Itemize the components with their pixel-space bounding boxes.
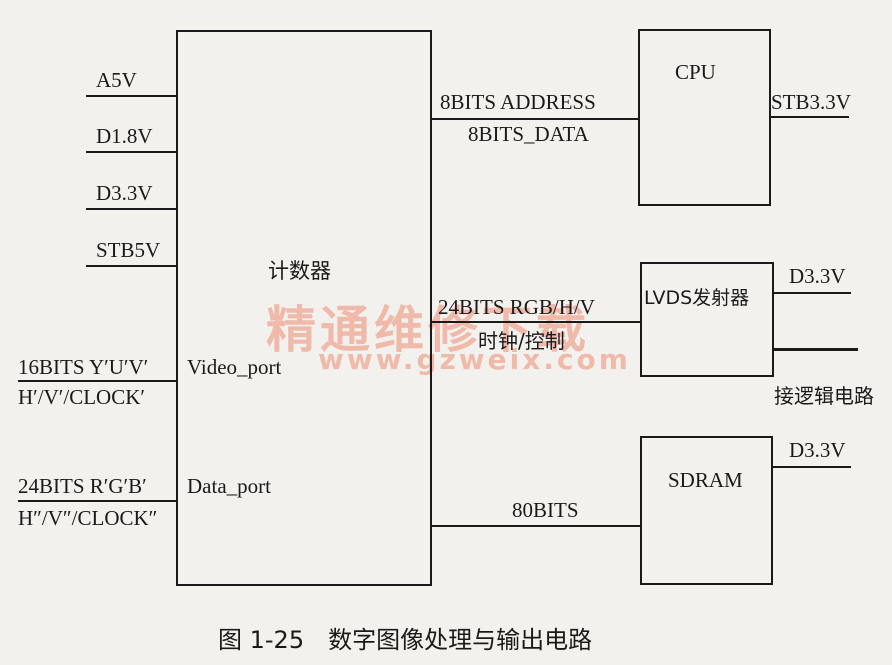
power-line-d18v bbox=[86, 151, 177, 153]
sdram-bus-line bbox=[432, 525, 641, 527]
lvds-power-label: D3.3V bbox=[789, 264, 846, 288]
power-label-d33v: D3.3V bbox=[96, 181, 153, 205]
sdram-label: SDRAM bbox=[668, 468, 743, 492]
sdram-block bbox=[640, 436, 773, 585]
cpu-power-label: STB3.3V bbox=[771, 90, 851, 114]
lvds-output-label: 接逻辑电路 bbox=[774, 384, 874, 408]
cpu-bus-label-top: 8BITS ADDRESS bbox=[440, 90, 596, 114]
lvds-transmitter-block bbox=[640, 262, 774, 377]
data-port-label: Data_port bbox=[187, 474, 271, 498]
lvds-transmitter-label: LVDS发射器 bbox=[644, 287, 750, 309]
lvds-bus-label-top: 24BITS RGB/H/V bbox=[438, 295, 595, 319]
sdram-bus-label: 80BITS bbox=[512, 498, 579, 522]
power-label-a5v: A5V bbox=[96, 68, 137, 92]
video-input-label-top: 16BITS Y′U′V′ bbox=[18, 355, 149, 379]
cpu-block bbox=[638, 29, 771, 206]
data-input-label-top: 24BITS R′G′B′ bbox=[18, 474, 147, 498]
lvds-output-line bbox=[774, 348, 858, 351]
video-input-line bbox=[18, 380, 177, 382]
watermark-url: www.gzweix.com bbox=[318, 343, 631, 376]
power-line-d33v bbox=[86, 208, 177, 210]
main-counter-label: 计数器 bbox=[268, 259, 331, 283]
cpu-power-line bbox=[771, 116, 849, 118]
power-line-a5v bbox=[86, 95, 177, 97]
main-counter-block bbox=[176, 30, 432, 586]
power-label-d18v: D1.8V bbox=[96, 124, 153, 148]
data-input-label-bottom: H″/V″/CLOCK″ bbox=[18, 506, 158, 530]
lvds-bus-line bbox=[432, 321, 641, 323]
power-label-stb5v: STB5V bbox=[96, 238, 161, 262]
lvds-power-line bbox=[774, 292, 851, 294]
cpu-bus-label-bottom: 8BITS_DATA bbox=[468, 122, 589, 146]
video-port-label: Video_port bbox=[187, 355, 282, 379]
lvds-bus-label-bottom: 时钟/控制 bbox=[478, 329, 565, 353]
data-input-line bbox=[18, 500, 177, 502]
watermark-chinese: 精通维修下载 bbox=[266, 301, 590, 359]
power-line-stb5v bbox=[86, 265, 177, 267]
cpu-label: CPU bbox=[675, 60, 716, 84]
video-input-label-bottom: H′/V′/CLOCK′ bbox=[18, 385, 145, 409]
cpu-bus-line bbox=[432, 118, 639, 120]
sdram-power-line bbox=[773, 466, 851, 468]
sdram-power-label: D3.3V bbox=[789, 438, 846, 462]
figure-caption: 图 1-25 数字图像处理与输出电路 bbox=[218, 626, 593, 654]
